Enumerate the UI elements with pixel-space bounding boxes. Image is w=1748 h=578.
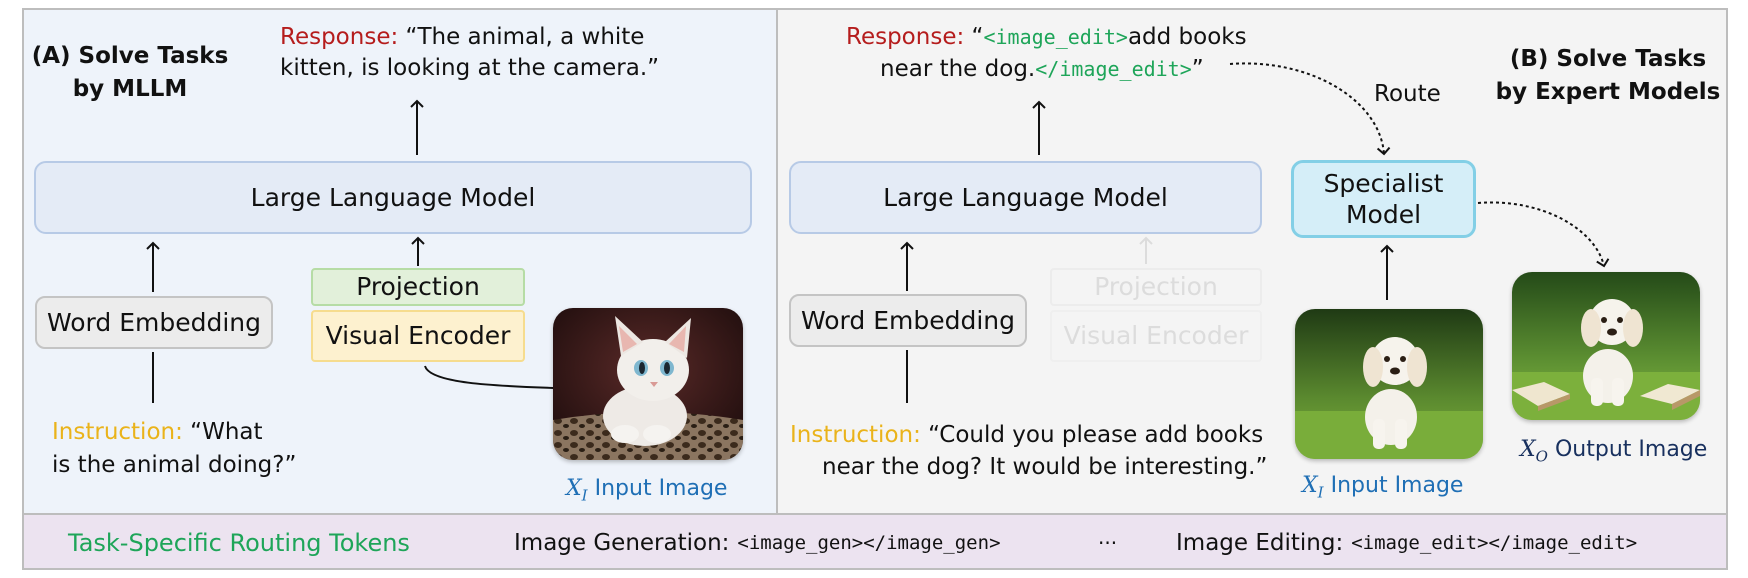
arrow-b-route-to-specialist — [1229, 62, 1391, 156]
panel-a-instruction-line1: “What — [190, 419, 263, 445]
specialist-model-box: Specialist Model — [1291, 160, 1476, 238]
specialist-model-line1: Specialist — [1323, 168, 1444, 198]
arrow-b-specialist-to-output — [1477, 201, 1610, 268]
panel-b-response-text1: add books — [1127, 24, 1247, 50]
panel-b-input-caption-text: Input Image — [1330, 473, 1464, 498]
line-a-image-to-encoder — [424, 365, 554, 389]
panel-b-response-label: Response: — [846, 24, 965, 50]
panel-b-title-line2: by Expert Models — [1495, 79, 1721, 105]
panel-b-instruction: Instruction: “Could you please add books — [790, 419, 1263, 452]
panel-b-llm-label: Large Language Model — [883, 182, 1168, 212]
routing-tokens-label: Task-Specific Routing Tokens — [68, 528, 410, 557]
panel-b-instruction-label: Instruction: — [790, 422, 921, 448]
panel-a-title-line2: by MLLM — [72, 76, 188, 102]
panel-a-projection-label: Projection — [356, 272, 480, 302]
token-list-ellipsis: ··· — [1098, 530, 1118, 555]
panel-a-input-caption: XI Input Image — [566, 476, 727, 504]
panel-b-input-caption: XI Input Image — [1302, 473, 1463, 501]
panel-b-output-caption-text: Output Image — [1554, 437, 1708, 462]
panel-b-title-line1: (B) Solve Tasks — [1509, 46, 1707, 72]
routing-tokens-bar: Task-Specific Routing Tokens Image Gener… — [24, 513, 1726, 568]
panel-a-word-embedding-box: Word Embedding — [35, 296, 273, 349]
specialist-model-line2: Model — [1345, 200, 1422, 229]
image-editing-entry: Image Editing: <image_edit></image_edit> — [1176, 515, 1637, 570]
panel-b-visual-encoder-label: Visual Encoder — [1063, 321, 1249, 351]
panel-b-output-caption: XO Output Image — [1520, 437, 1707, 465]
panel-b-title: (B) Solve Tasks by Expert Models — [1488, 43, 1728, 109]
panel-a-response-line2: kitten, is looking at the camera.” — [280, 55, 660, 81]
dog-with-books-photo — [1512, 272, 1700, 420]
image-generation-entry: Image Generation: <image_gen></image_gen… — [514, 515, 1001, 570]
panel-a-response-label: Response: — [280, 24, 399, 50]
panel-divider — [776, 10, 778, 513]
route-label: Route — [1374, 81, 1441, 107]
panel-b-instruction-line2: near the dog? It would be interesting.” — [822, 454, 1268, 480]
panel-a-instruction: Instruction: “What — [52, 416, 263, 449]
panel-b-visual-encoder-box-faded: Visual Encoder — [1050, 310, 1262, 362]
image-editing-label: Image Editing: — [1176, 529, 1344, 556]
image-generation-tokens: <image_gen></image_gen> — [737, 531, 1001, 554]
panel-a-title-line1: (A) Solve Tasks — [31, 43, 229, 69]
panel-a-input-symbol: XI — [566, 476, 588, 505]
panel-b-response-quote-close: ” — [1191, 56, 1204, 82]
panel-a-projection-box: Projection — [311, 268, 525, 306]
panel-b-word-embedding-label: Word Embedding — [800, 305, 1015, 335]
panel-b-instruction-line1: “Could you please add books — [928, 422, 1264, 448]
panel-b-llm-box: Large Language Model — [789, 161, 1262, 234]
panel-b-response-tag-close: </image_edit> — [1035, 57, 1192, 81]
panel-a-title: (A) Solve Tasks by MLLM — [30, 40, 230, 106]
panel-b-response: Response: “<image_edit>add books — [846, 21, 1247, 54]
panel-b-projection-label: Projection — [1094, 272, 1218, 302]
panel-b-response-tag-open: <image_edit> — [983, 25, 1128, 49]
panel-a-instruction-line2: is the animal doing?” — [52, 452, 297, 478]
panel-b-output-symbol: XO — [1520, 437, 1548, 466]
panel-a-response: Response: “The animal, a white — [280, 21, 644, 54]
panel-b-input-symbol: XI — [1302, 473, 1324, 502]
panel-a-word-embedding-label: Word Embedding — [46, 307, 261, 337]
panel-b-response-line2: near the dog.</image_edit>” — [880, 53, 1204, 86]
dog-photo — [1295, 309, 1483, 459]
panel-b-word-embedding-box: Word Embedding — [789, 294, 1027, 347]
panel-a-response-line1: “The animal, a white — [405, 24, 645, 50]
panel-a-instruction-label: Instruction: — [52, 419, 183, 445]
panel-a-llm-box: Large Language Model — [34, 161, 752, 234]
panel-b-projection-box-faded: Projection — [1050, 268, 1262, 306]
image-generation-label: Image Generation: — [514, 529, 730, 556]
panel-b-background — [778, 10, 1726, 513]
panel-a-llm-label: Large Language Model — [250, 182, 536, 212]
panel-a-input-caption-text: Input Image — [594, 476, 728, 501]
panel-b-response-text2: near the dog. — [880, 56, 1036, 82]
image-editing-tokens: <image_edit></image_edit> — [1351, 531, 1638, 554]
kitten-photo — [553, 308, 743, 460]
panel-a-visual-encoder-box: Visual Encoder — [311, 310, 525, 362]
panel-b-response-quote-open: “ — [971, 24, 984, 50]
panel-a-visual-encoder-label: Visual Encoder — [325, 321, 511, 351]
